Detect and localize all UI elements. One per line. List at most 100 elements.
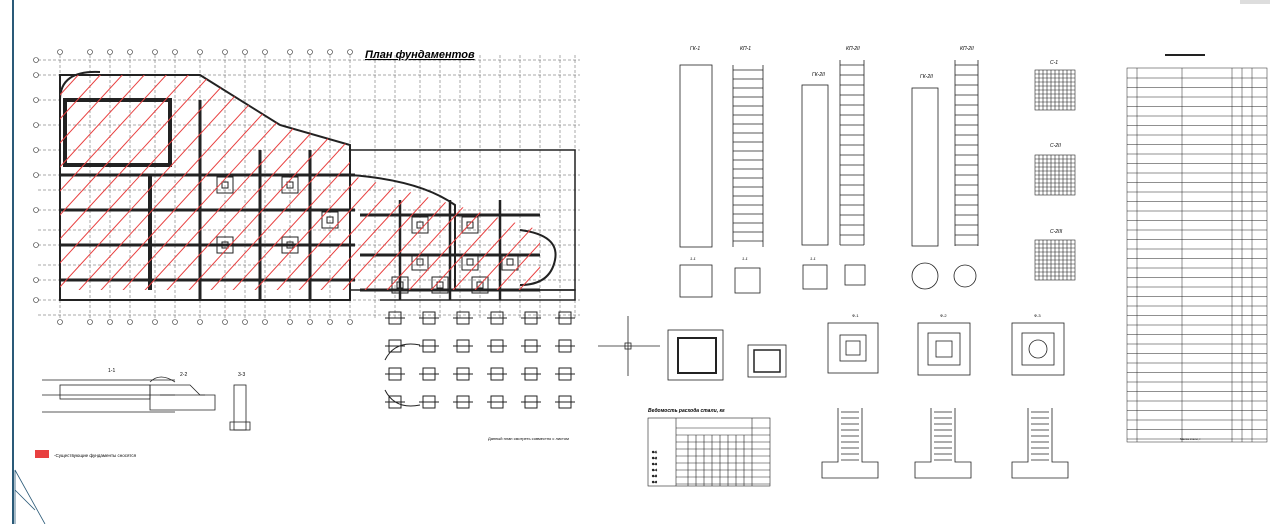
demolition-hatch-line	[620, 60, 840, 300]
xsec-label-2: 1-1	[742, 256, 748, 261]
pad-column	[326, 216, 334, 224]
lower-pad-arc	[384, 343, 421, 407]
demolition-hatch-line	[465, 75, 540, 290]
pad-column	[476, 281, 484, 289]
steel-consumption-table: Ведомость расхода стали, кг Ф-1Ф-2Ф-3Ф-4…	[647, 408, 771, 487]
grid-bubble-bottom	[327, 319, 333, 325]
pad-foundation	[411, 216, 429, 234]
grid-bubble-bottom	[152, 319, 158, 325]
grid-bubble-bottom	[57, 319, 63, 325]
footing-elevation-outline	[1011, 408, 1069, 479]
pad-foundation	[461, 253, 479, 271]
footing-section-details	[667, 329, 787, 381]
demolition-hatch-line	[60, 75, 247, 290]
demolition-hatch-line	[60, 75, 93, 290]
table-row-label: Ф-3	[652, 462, 657, 466]
grid-bubble-top	[242, 49, 248, 55]
mesh-label-2: С-2II	[1050, 143, 1061, 149]
pad-column	[286, 181, 294, 189]
pad-column	[416, 221, 424, 229]
grid-bubble-bottom	[222, 319, 228, 325]
building-outline-left	[59, 74, 351, 301]
demolition-hatch-line	[60, 75, 159, 290]
demolition-hatch-line	[60, 75, 181, 290]
col-label-kp3: КП-2II	[960, 46, 974, 52]
column-cross-sections	[679, 262, 977, 298]
pad-column	[221, 181, 229, 189]
section-label-2: 2-2	[180, 372, 187, 378]
demolition-hatch-line	[421, 75, 540, 290]
pad-foundation	[321, 211, 339, 229]
grid-bubble-top	[87, 49, 93, 55]
plan-title: План фундаментов	[365, 49, 475, 61]
table-row-label: Ф-2	[652, 456, 657, 460]
pad-foundation	[461, 216, 479, 234]
grid-bubble-bottom	[127, 319, 133, 325]
footing-elevation-outline	[821, 408, 879, 479]
table-row-label: Ф-5	[652, 474, 657, 478]
north-arrow-fragment	[14, 469, 46, 524]
grid-bubble-top	[327, 49, 333, 55]
mesh-label-3: С-2III	[1050, 229, 1063, 235]
demolition-hatch-line	[0, 60, 48, 300]
grid-bubble-top	[222, 49, 228, 55]
pad-footing-plans	[827, 322, 1065, 376]
demolition-hatch-line	[60, 75, 115, 290]
pad-column	[436, 281, 444, 289]
grid-bubble-top	[127, 49, 133, 55]
demolition-hatch-line	[554, 60, 774, 300]
grid-bubble-bottom	[307, 319, 313, 325]
grid-bubble-left	[33, 122, 39, 128]
xsec-label-1: 1-1	[690, 256, 696, 261]
grid-bubble-bottom	[197, 319, 203, 325]
demolition-hatch-line	[487, 75, 540, 290]
pad-foundation	[216, 236, 234, 254]
grid-bubble-bottom	[347, 319, 353, 325]
grid-bubble-left	[33, 97, 39, 103]
wall-section-1	[42, 376, 176, 413]
legend-text: -Существующие фундаменты сносятся	[54, 453, 137, 458]
col-label-kp1: КП-1	[740, 46, 751, 52]
pad-label-2: Ф-2	[940, 313, 947, 318]
grid-bubble-top	[152, 49, 158, 55]
grid-bubble-left	[33, 277, 39, 283]
col-label-kp2: КП-2II	[846, 46, 860, 52]
grid-bubble-left	[33, 57, 39, 63]
table-row-label: Ф-6	[652, 480, 657, 484]
mesh-label-1: С-1	[1050, 60, 1058, 66]
grid-bubble-left	[33, 207, 39, 213]
xsec-label-3: 1-1	[810, 256, 816, 261]
demolition-hatch-line	[60, 75, 137, 290]
wall-section-3	[229, 384, 251, 431]
table-title: Ведомость расхода стали, кг	[648, 408, 725, 414]
specification-table: Масса стали, т	[1126, 54, 1268, 443]
grid-bubble-top	[107, 49, 113, 55]
grid-bubble-bottom	[172, 319, 178, 325]
col-label-gk2: ГК-2II	[812, 72, 826, 78]
pad-foundation	[281, 176, 299, 194]
demolition-hatch-line	[399, 75, 540, 290]
section-label-3: 3-3	[238, 372, 245, 378]
demolition-hatch-line	[60, 75, 203, 290]
table-frame	[647, 417, 771, 487]
pad-foundation	[281, 236, 299, 254]
grid-bubble-bottom	[107, 319, 113, 325]
corner-stub	[1240, 0, 1270, 4]
pad-column	[416, 258, 424, 266]
grid-bubble-left	[33, 72, 39, 78]
pad-column	[466, 258, 474, 266]
pad-column	[506, 258, 514, 266]
grid-bubble-top	[307, 49, 313, 55]
pad-foundation	[501, 253, 519, 271]
grid-bubble-top	[57, 49, 63, 55]
pad-column	[396, 281, 404, 289]
pad-column	[221, 241, 229, 249]
grid-bubble-top	[197, 49, 203, 55]
grid-bubble-top	[262, 49, 268, 55]
col-label-gk3: ГК-2II	[920, 74, 934, 80]
legend-swatch	[35, 450, 49, 458]
col-label-gk1: ГК-1	[690, 46, 700, 52]
pad-foundation	[431, 276, 449, 294]
